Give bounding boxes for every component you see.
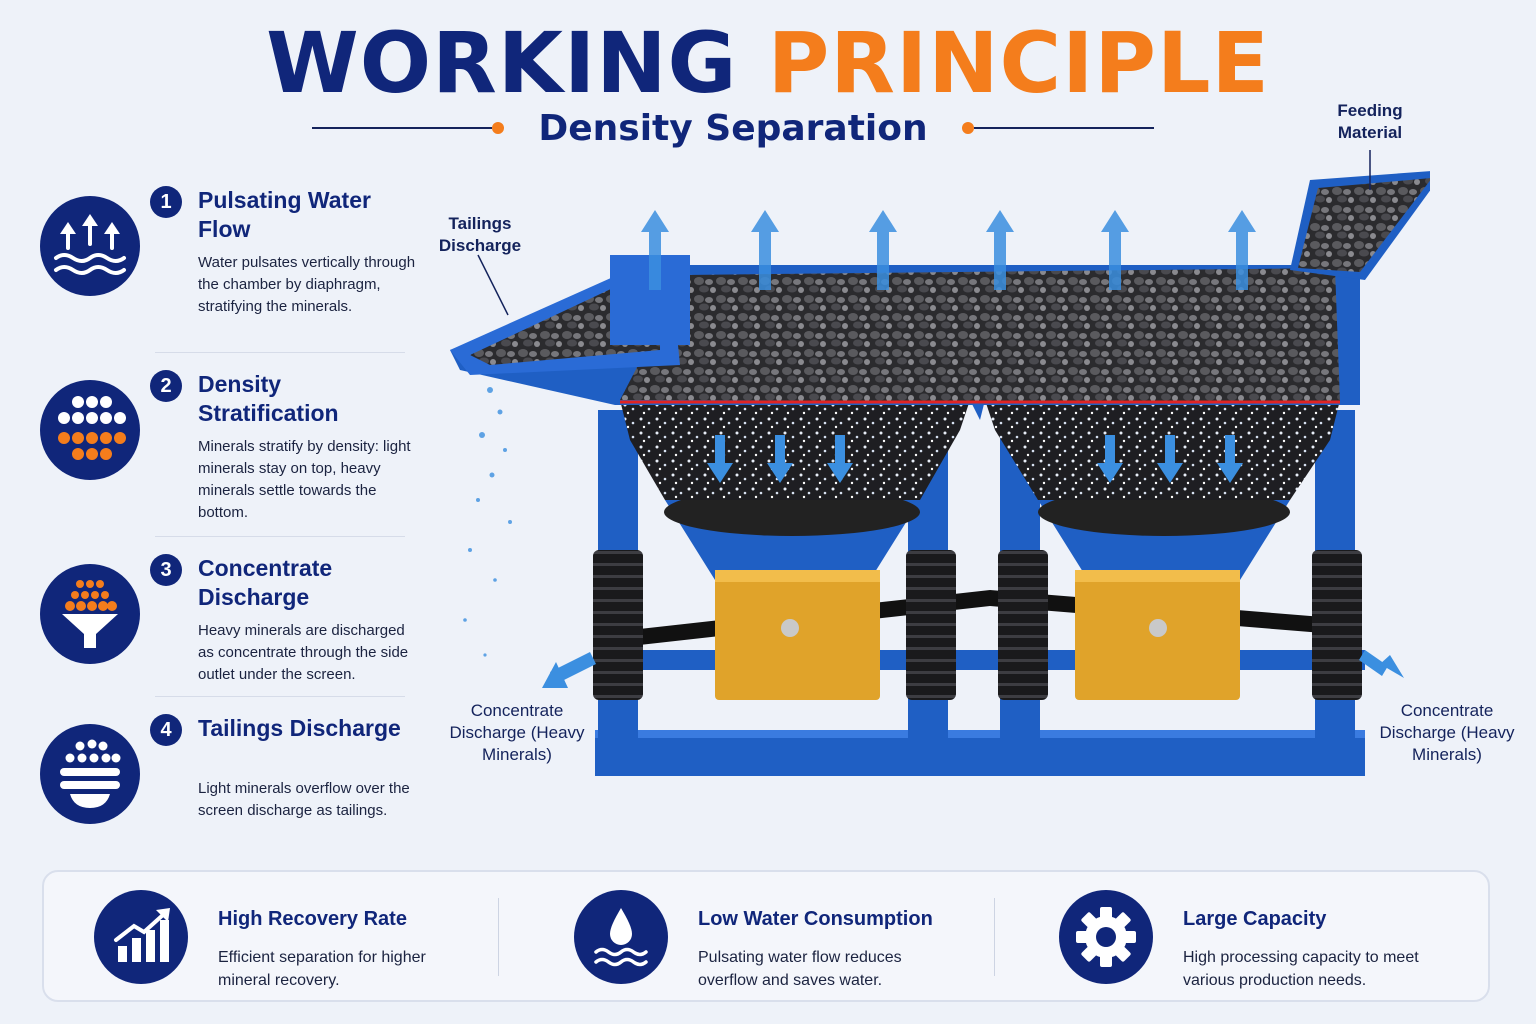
step-divider [155, 696, 405, 697]
concentrate-discharge-left-label: Concentrate Discharge (Heavy Minerals) [449, 701, 585, 764]
stratification-icon [40, 380, 140, 480]
step-title: Pulsating Water Flow [198, 187, 371, 242]
subtitle-row: Density Separation [312, 104, 1154, 152]
step-divider [155, 352, 405, 353]
subtitle-dot-right [961, 122, 974, 134]
chart-growth-icon [94, 890, 188, 984]
step-title: Concentrate Discharge [198, 555, 333, 610]
title-part-1: WORKING [266, 14, 738, 112]
feature-desc: High processing capacity to meet various… [1183, 949, 1419, 989]
feature-divider [498, 898, 499, 976]
subtitle-line-right [973, 127, 1154, 129]
pulsating-water-icon [40, 196, 140, 296]
tailings-icon [40, 724, 140, 824]
step-tailings-discharge: 4 Tailings Discharge Light minerals over… [40, 714, 410, 854]
step-number: 3 [150, 554, 182, 586]
step-number: 1 [150, 186, 182, 218]
gear-icon [1059, 890, 1153, 984]
tailings-discharge-label: Tailings Discharge [438, 214, 522, 255]
step-density-stratification: 2 Density Stratification Minerals strati… [40, 370, 411, 530]
step-title: Density Stratification [198, 371, 339, 426]
funnel-icon [40, 564, 140, 664]
concentrate-discharge-right-label: Concentrate Discharge (Heavy Minerals) [1379, 701, 1515, 764]
step-desc: Minerals stratify by density: light mine… [198, 438, 411, 521]
step-number: 2 [150, 370, 182, 402]
step-desc: Heavy minerals are discharged as concent… [198, 622, 409, 683]
feature-title: Low Water Consumption [698, 908, 933, 930]
jig-machine-diagram [430, 146, 1445, 790]
step-divider [155, 536, 405, 537]
subtitle: Density Separation [538, 107, 928, 149]
features-panel: High Recovery Rate Efficient separation … [42, 870, 1490, 1002]
feature-large-capacity: Large Capacity High processing capacity … [1059, 888, 1459, 989]
step-desc: Water pulsates vertically through the ch… [198, 254, 416, 315]
feeding-material-label: Feeding Material [1337, 101, 1403, 142]
feature-title: High Recovery Rate [218, 908, 407, 930]
jig-machine-illustration [450, 146, 1445, 776]
page-title: WORKING PRINCIPLE [0, 14, 1536, 112]
feature-divider [994, 898, 995, 976]
step-title: Tailings Discharge [198, 715, 401, 741]
step-number: 4 [150, 714, 182, 746]
step-concentrate-discharge: 3 Concentrate Discharge Heavy minerals a… [40, 554, 410, 714]
feature-desc: Efficient separation for higher mineral … [218, 949, 426, 989]
subtitle-dot-left [492, 122, 505, 134]
feature-low-water: Low Water Consumption Pulsating water fl… [574, 888, 974, 989]
subtitle-line-left [312, 127, 493, 129]
feature-high-recovery: High Recovery Rate Efficient separation … [94, 888, 494, 989]
step-pulsating-water: 1 Pulsating Water Flow Water pulsates ve… [40, 186, 415, 346]
title-part-2: PRINCIPLE [767, 14, 1270, 112]
step-desc: Light minerals overflow over the screen … [198, 780, 410, 819]
feature-desc: Pulsating water flow reduces overflow an… [698, 949, 902, 989]
water-drop-icon [574, 890, 668, 984]
feature-title: Large Capacity [1183, 908, 1327, 930]
